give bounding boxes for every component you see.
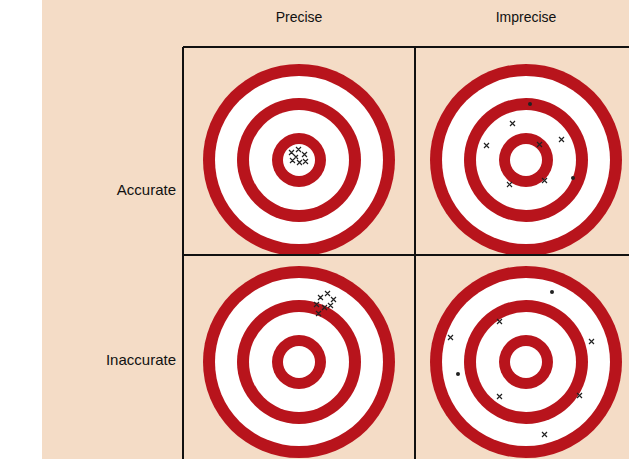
row-header: Accurate: [117, 181, 176, 199]
column-header: Imprecise: [496, 9, 557, 26]
column-header: Precise: [276, 9, 323, 26]
row-header: Inaccurate: [106, 351, 176, 369]
